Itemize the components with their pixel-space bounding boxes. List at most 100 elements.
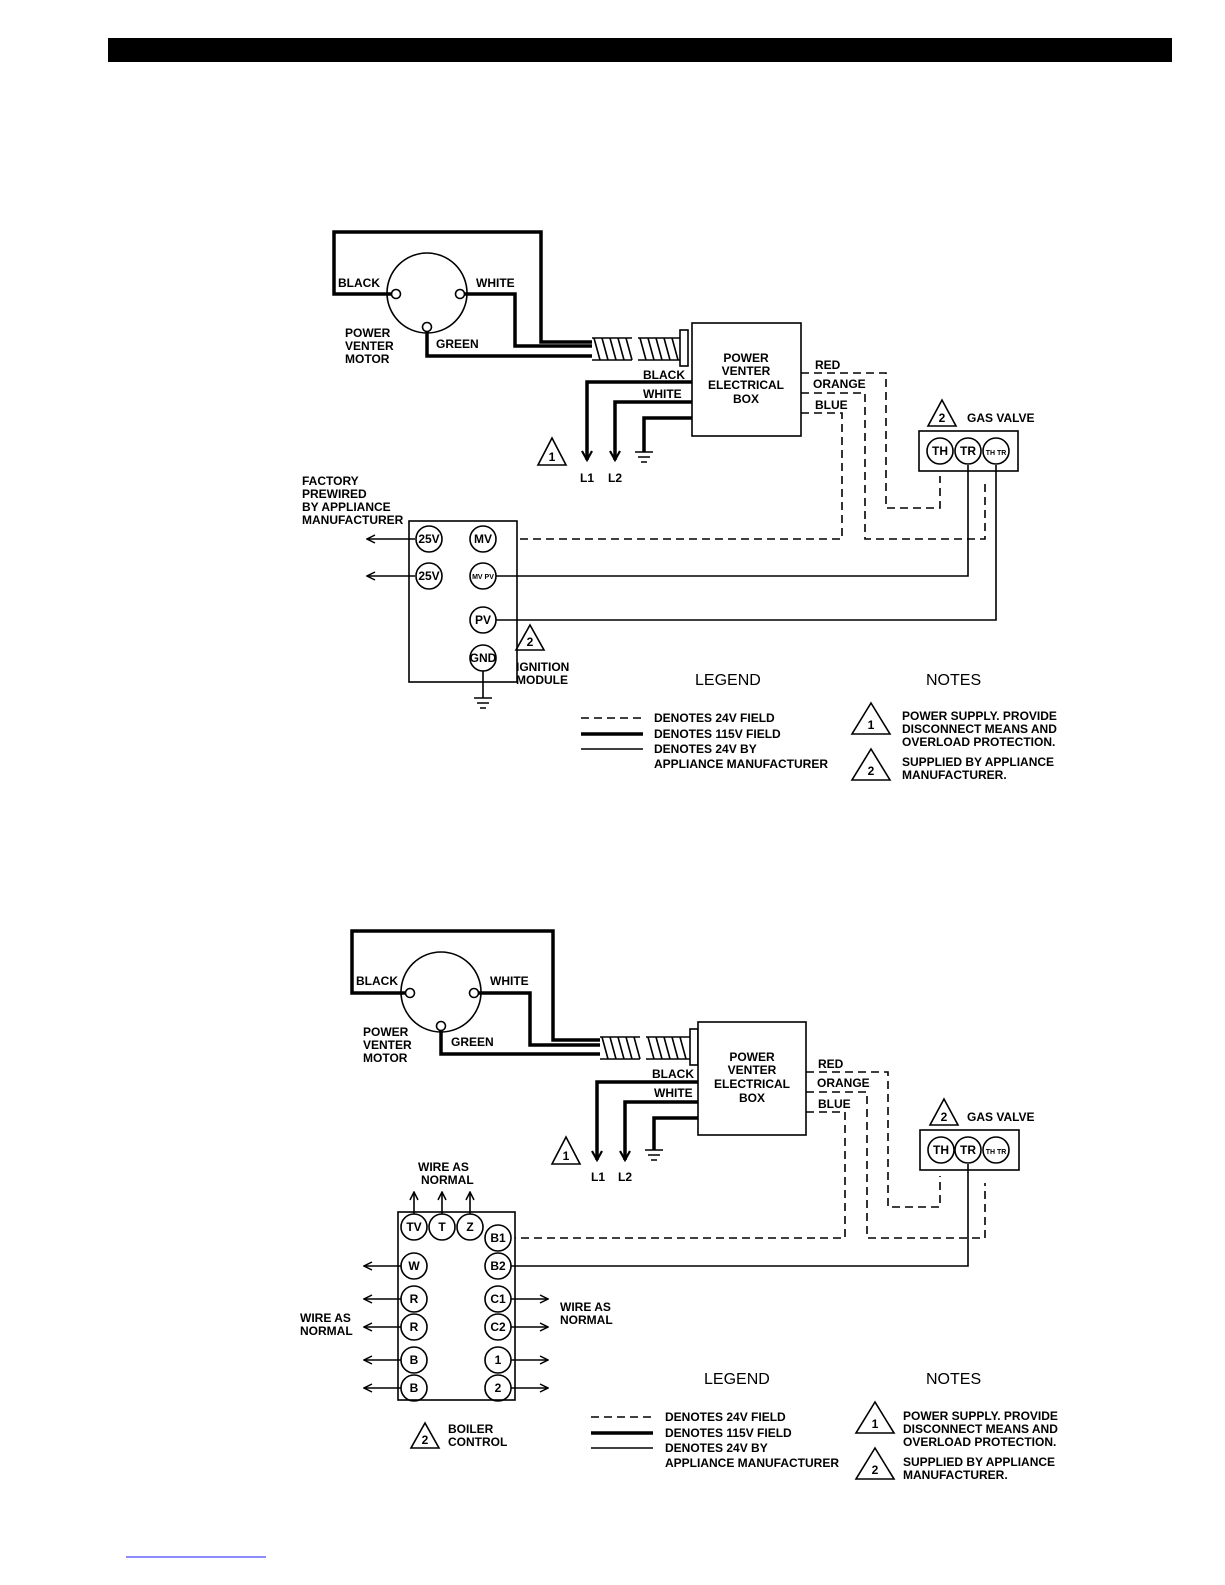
- note-1-line-1: POWER SUPPLY. PROVIDE: [902, 709, 1057, 723]
- module-label-1: IGNITION: [516, 660, 569, 674]
- motor-green-label: GREEN: [436, 337, 479, 351]
- white-motor-wire-2: [478, 991, 604, 1047]
- legend2-24v-by: DENOTES 24V BY: [665, 1441, 768, 1455]
- notes-num-2: 2: [868, 764, 875, 778]
- black-motor-wire: [332, 230, 595, 344]
- green-motor-wire: [425, 332, 595, 358]
- module-mv: MV: [474, 532, 492, 546]
- electrical-box: [691, 322, 802, 437]
- supply2-black-label: BLACK: [652, 1067, 694, 1081]
- control-label-1: BOILER: [448, 1422, 494, 1436]
- orange-label-2: ORANGE: [817, 1076, 870, 1090]
- ctrl-b2-left: B: [410, 1381, 419, 1395]
- box2-line-1: POWER: [729, 1050, 775, 1064]
- note-1-number: 1: [549, 450, 556, 464]
- l1-label: L1: [580, 471, 594, 485]
- ctrl-b1-left: B: [410, 1353, 419, 1367]
- pv-wire: [496, 465, 997, 621]
- legend-title: LEGEND: [695, 672, 761, 689]
- ctrl-c2: C2: [490, 1320, 506, 1334]
- factory-label-3: BY APPLIANCE: [302, 500, 391, 514]
- control-note-triangle: [409, 1421, 441, 1449]
- box-line-4: BOX: [733, 392, 759, 406]
- factory-label-4: MANUFACTURER: [302, 513, 404, 527]
- valve-term-th: TH: [932, 444, 948, 458]
- gas-valve-note-number: 2: [939, 411, 946, 425]
- ctrl-r1: R: [410, 1292, 419, 1306]
- control-note-number: 2: [422, 1433, 429, 1447]
- supply-white-label: WHITE: [643, 387, 682, 401]
- ctrl-2: 2: [495, 1381, 502, 1395]
- ctrl-c1: C1: [490, 1292, 506, 1306]
- black-motor-wire-2: [350, 929, 604, 1042]
- l2-wire-2: [625, 1100, 698, 1160]
- ctrl-b2: B2: [490, 1259, 506, 1273]
- note2-2-line-1: SUPPLIED BY APPLIANCE: [903, 1455, 1055, 1469]
- red-label: RED: [815, 358, 841, 372]
- top-wire-label-2: NORMAL: [421, 1173, 474, 1187]
- factory-label-1: FACTORY: [302, 474, 359, 488]
- motor-name-1: POWER: [345, 326, 391, 340]
- ground-wire-2: [652, 1116, 698, 1150]
- supply-black-label: BLACK: [643, 368, 685, 382]
- orange-wire: [801, 392, 986, 540]
- legend2-title: LEGEND: [704, 1371, 770, 1388]
- motor2-black-label: BLACK: [356, 974, 398, 988]
- control-label-2: CONTROL: [448, 1435, 507, 1449]
- ground-symbol: [635, 451, 653, 463]
- right-wire-label-2: NORMAL: [560, 1313, 613, 1327]
- motor-white-label: WHITE: [476, 276, 515, 290]
- orange-wire-2: [806, 1091, 986, 1239]
- module-note-triangle: [514, 623, 546, 651]
- l1-wire: [587, 380, 692, 460]
- valve-term-thtr: TH TR: [986, 450, 1007, 457]
- ctrl-r2: R: [410, 1320, 419, 1334]
- left-wire-label-1: WIRE AS: [300, 1311, 351, 1325]
- note-1-line-3: OVERLOAD PROTECTION.: [902, 735, 1055, 749]
- blue-label: BLUE: [815, 398, 848, 412]
- legend2-appliance: APPLIANCE MANUFACTURER: [665, 1456, 839, 1470]
- blue-wire-2: [512, 1111, 846, 1239]
- valve-term-tr: TR: [960, 444, 976, 458]
- ctrl-b1: B1: [490, 1231, 506, 1245]
- red-wire: [801, 372, 941, 509]
- motor-name-2: VENTER: [345, 339, 394, 353]
- motor2-white-label: WHITE: [490, 974, 529, 988]
- l2-wire: [615, 400, 692, 460]
- header-bar: [108, 38, 1172, 62]
- boiler-control-box: [397, 1211, 516, 1401]
- box-line-1: POWER: [723, 351, 769, 365]
- ground-wire: [642, 416, 692, 452]
- legend-appliance: APPLIANCE MANUFACTURER: [654, 757, 828, 771]
- gas-valve-note-triangle: [926, 398, 958, 427]
- legend2-115v-field: DENOTES 115V FIELD: [665, 1426, 792, 1440]
- notes2-title: NOTES: [926, 1371, 981, 1388]
- note2-1-line-1: POWER SUPPLY. PROVIDE: [903, 1409, 1058, 1423]
- left-wire-label-2: NORMAL: [300, 1324, 353, 1338]
- note-1-triangle: [536, 436, 568, 466]
- motor2-name-1: POWER: [363, 1025, 409, 1039]
- ctrl-t: T: [438, 1220, 446, 1234]
- legend-24v-field: DENOTES 24V FIELD: [654, 711, 775, 725]
- motor2-name-2: VENTER: [363, 1038, 412, 1052]
- notes2-num-2: 2: [872, 1463, 879, 1477]
- ctrl-tv: TV: [406, 1220, 421, 1234]
- blue-wire: [492, 412, 843, 540]
- blue-label-2: BLUE: [818, 1097, 851, 1111]
- note-1-line-2: DISCONNECT MEANS AND: [902, 722, 1057, 736]
- ground-symbol-2: [645, 1149, 663, 1161]
- orange-label: ORANGE: [813, 377, 866, 391]
- b2-wire: [511, 1164, 969, 1267]
- module-note-number: 2: [527, 635, 534, 649]
- gas-valve-note-number-2: 2: [941, 1110, 948, 1124]
- l2-label: L2: [608, 471, 622, 485]
- white-motor-wire: [464, 292, 595, 348]
- l2-label-2: L2: [618, 1170, 632, 1184]
- diagram-boiler-control: BLACK WHITE GREEN POWER VENTER MOTOR POW…: [300, 929, 1058, 1482]
- gas-valve-label-2: GAS VALVE: [967, 1110, 1035, 1124]
- ctrl-1: 1: [495, 1353, 502, 1367]
- ctrl-w: W: [408, 1259, 420, 1273]
- box2-line-2: VENTER: [728, 1063, 777, 1077]
- note2-1-line-2: DISCONNECT MEANS AND: [903, 1422, 1058, 1436]
- legend2-24v-field: DENOTES 24V FIELD: [665, 1410, 786, 1424]
